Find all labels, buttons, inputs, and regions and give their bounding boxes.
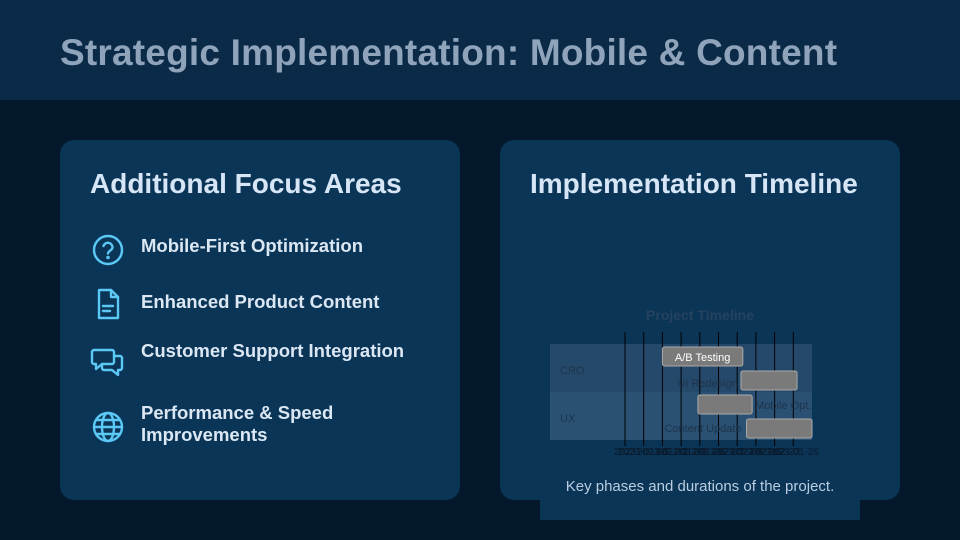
task-bar	[746, 418, 813, 439]
x-tick-label: 2023-01-19	[656, 447, 708, 458]
focus-item-label: Customer Support Integration	[141, 340, 405, 361]
x-tick-label: 2023-02-16	[730, 447, 782, 458]
task-bar	[697, 394, 753, 415]
timeline-title: Implementation Timeline	[530, 168, 858, 199]
x-tick-label: 2023-01-05	[618, 447, 670, 458]
x-tick-label: 2023-02-09	[712, 447, 764, 458]
task-label: UI Redesign	[677, 378, 738, 390]
group-label: UX	[560, 413, 576, 425]
chat-bubbles-icon	[90, 344, 126, 380]
focus-areas-title: Additional Focus Areas	[90, 168, 402, 199]
group-label: CRO	[560, 365, 585, 377]
x-tick-label: 2023-02-23	[749, 447, 801, 458]
focus-areas-card: Additional Focus Areas Mobile-First Opti…	[60, 140, 460, 500]
x-tick-label: 2023-01-12	[637, 447, 689, 458]
x-tick-label: 2023-02-02	[693, 447, 745, 458]
focus-item-label: Mobile-First Optimization	[141, 235, 363, 256]
task-label: Mobile Opt.	[755, 400, 811, 412]
task-label: Content Update	[664, 423, 741, 435]
page-title: Strategic Implementation: Mobile & Conte…	[60, 32, 838, 73]
focus-item-label: Enhanced Product Content	[141, 291, 380, 312]
x-tick-label: 2023	[614, 447, 637, 458]
task-label: A/B Testing	[675, 352, 730, 364]
timeline-caption: Key phases and durations of the project.	[565, 478, 835, 495]
x-tick-label: 2023-01-26	[674, 447, 726, 458]
chart-title: Project Timeline	[646, 307, 754, 323]
task-bar	[661, 346, 744, 367]
question-circle-icon	[90, 232, 126, 268]
task-bar	[740, 370, 798, 391]
header-bar: Strategic Implementation: Mobile & Conte…	[0, 0, 960, 100]
x-tick-label: 2023-01-26	[768, 447, 820, 458]
globe-icon	[90, 409, 126, 445]
document-icon	[90, 286, 126, 322]
focus-item-label: Performance & Speed Improvements	[141, 402, 334, 445]
